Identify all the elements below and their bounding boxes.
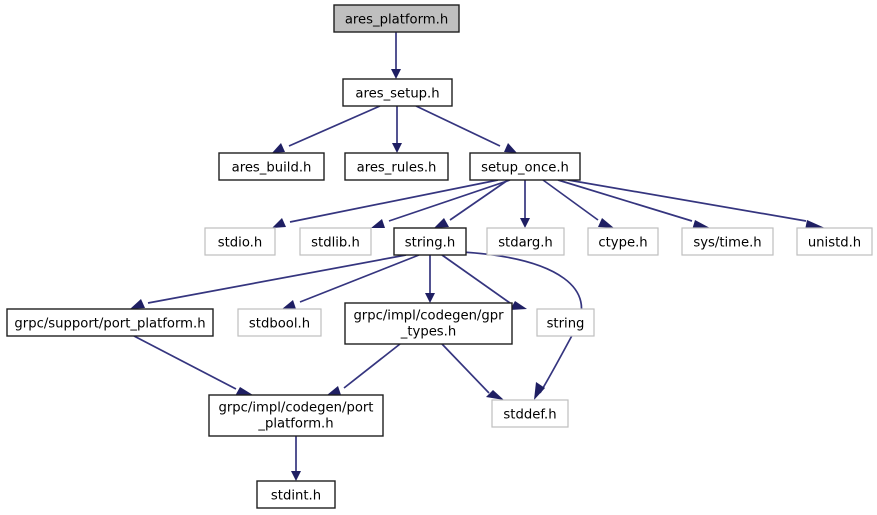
node-label: string [547, 317, 585, 332]
node-box[interactable] [491, 399, 569, 428]
node-label-line1: grpc/impl/codegen/gpr [353, 309, 504, 324]
node-layer: ares_platform.h ares_setup.h ares_build.h a… [6, 4, 873, 509]
arrowhead-icon [504, 143, 517, 153]
node-box[interactable] [486, 227, 565, 256]
node-label: sys/time.h [693, 236, 761, 251]
graph-node-grpc_support_pp[interactable]: grpc/support/port_platform.h [6, 308, 214, 337]
arrowhead-icon [520, 218, 530, 228]
arrowhead-icon [327, 386, 341, 395]
node-label-line2: _platform.h [257, 417, 333, 432]
node-box[interactable] [218, 152, 325, 181]
graph-node-setup_once[interactable]: setup_once.h [469, 152, 581, 181]
node-box[interactable] [6, 308, 214, 337]
graph-edge-setup_once-to-stdlib [388, 179, 511, 222]
node-label-line1: grpc/impl/codegen/port [219, 401, 374, 416]
arrowhead-icon [272, 143, 285, 153]
graph-node-string_cpp[interactable]: string [536, 308, 595, 337]
graph-node-stdio[interactable]: stdio.h [204, 227, 276, 256]
node-label: ctype.h [598, 236, 647, 251]
graph-node-stdarg[interactable]: stdarg.h [486, 227, 565, 256]
node-label: stdio.h [218, 236, 262, 251]
node-label: stddef.h [503, 408, 556, 423]
graph-node-gpr_types[interactable]: grpc/impl/codegen/gpr_types.h [344, 302, 513, 345]
node-box[interactable] [536, 308, 595, 337]
graph-edge-setup_once-to-string_h [449, 179, 509, 221]
graph-node-ares_build[interactable]: ares_build.h [218, 152, 325, 181]
node-label: setup_once.h [481, 161, 569, 176]
node-label: ares_build.h [232, 161, 312, 176]
node-label: grpc/support/port_platform.h [14, 317, 205, 332]
node-box[interactable] [681, 227, 774, 256]
node-box[interactable] [333, 4, 460, 33]
graph-edge-string_h-to-grpc_support_pp [147, 254, 407, 304]
graph-edge-setup_once-to-ctype [542, 179, 599, 221]
node-box[interactable] [237, 308, 322, 337]
node-box[interactable] [393, 227, 467, 256]
graph-node-string_h[interactable]: string.h [393, 227, 467, 256]
graph-node-stddef[interactable]: stddef.h [491, 399, 569, 428]
arrowhead-icon [434, 218, 449, 228]
arrowhead-icon [534, 382, 545, 400]
node-label: unistd.h [808, 236, 861, 251]
arrowhead-icon [291, 471, 301, 481]
node-box[interactable] [796, 227, 873, 256]
arrowhead-icon [282, 300, 296, 309]
node-label: stdint.h [271, 489, 321, 504]
arrowhead-icon [510, 301, 527, 310]
graph-node-ares_platform[interactable]: ares_platform.h [333, 4, 460, 33]
node-box[interactable] [342, 78, 453, 107]
arrowhead-icon [272, 218, 286, 228]
arrowhead-icon [235, 387, 253, 396]
arrowhead-icon [486, 390, 504, 400]
node-box[interactable] [256, 480, 336, 509]
arrowhead-icon [371, 219, 385, 228]
graph-edge-gpr_types-to-grpc_codegen_pp [343, 343, 401, 389]
arrowhead-icon [425, 293, 435, 303]
arrowhead-icon [391, 69, 401, 79]
node-box[interactable] [208, 394, 384, 437]
graph-node-ares_rules[interactable]: ares_rules.h [344, 152, 449, 181]
graph-edge-string_h-to-string_cpp [441, 254, 511, 304]
graph-edge-setup_once-to-stdio [289, 179, 499, 223]
node-box[interactable] [204, 227, 276, 256]
graph-node-ctype[interactable]: ctype.h [587, 227, 659, 256]
node-label: stdbool.h [249, 317, 310, 332]
node-box[interactable] [587, 227, 659, 256]
node-box[interactable] [344, 302, 513, 345]
graph-node-ares_setup[interactable]: ares_setup.h [342, 78, 453, 107]
node-box[interactable] [299, 227, 372, 256]
graph-edge-ares_setup-to-ares_build [288, 105, 381, 147]
graph-edge-ares_setup-to-setup_once [415, 105, 501, 147]
node-label: stdlib.h [311, 236, 360, 251]
graph-edge-string_h-to-stdbool [299, 254, 420, 303]
graph-node-grpc_codegen_pp[interactable]: grpc/impl/codegen/port_platform.h [208, 394, 384, 437]
graph-edge-setup_once-to-unistd [567, 179, 807, 222]
node-label: ares_platform.h [345, 13, 448, 28]
node-label-line2: _types.h [400, 325, 456, 340]
node-label: stdarg.h [498, 236, 553, 251]
node-label: ares_setup.h [355, 87, 439, 102]
node-label: string.h [405, 236, 455, 251]
graph-edge-gpr_types-to-stddef [441, 343, 490, 394]
node-label: ares_rules.h [357, 161, 437, 176]
graph-node-stdbool[interactable]: stdbool.h [237, 308, 322, 337]
node-box[interactable] [469, 152, 581, 181]
graph-node-stdlib[interactable]: stdlib.h [299, 227, 372, 256]
graph-edge-grpc_support_pp-to-grpc_codegen_pp [133, 335, 237, 390]
graph-edge-setup_once-to-systime [557, 179, 693, 222]
graph-node-unistd[interactable]: unistd.h [796, 227, 873, 256]
graph-node-stdint[interactable]: stdint.h [256, 480, 336, 509]
graph-node-systime[interactable]: sys/time.h [681, 227, 774, 256]
arrowhead-icon [130, 299, 145, 309]
node-box[interactable] [344, 152, 449, 181]
arrowhead-icon [392, 143, 402, 153]
arrowhead-icon [598, 218, 614, 228]
